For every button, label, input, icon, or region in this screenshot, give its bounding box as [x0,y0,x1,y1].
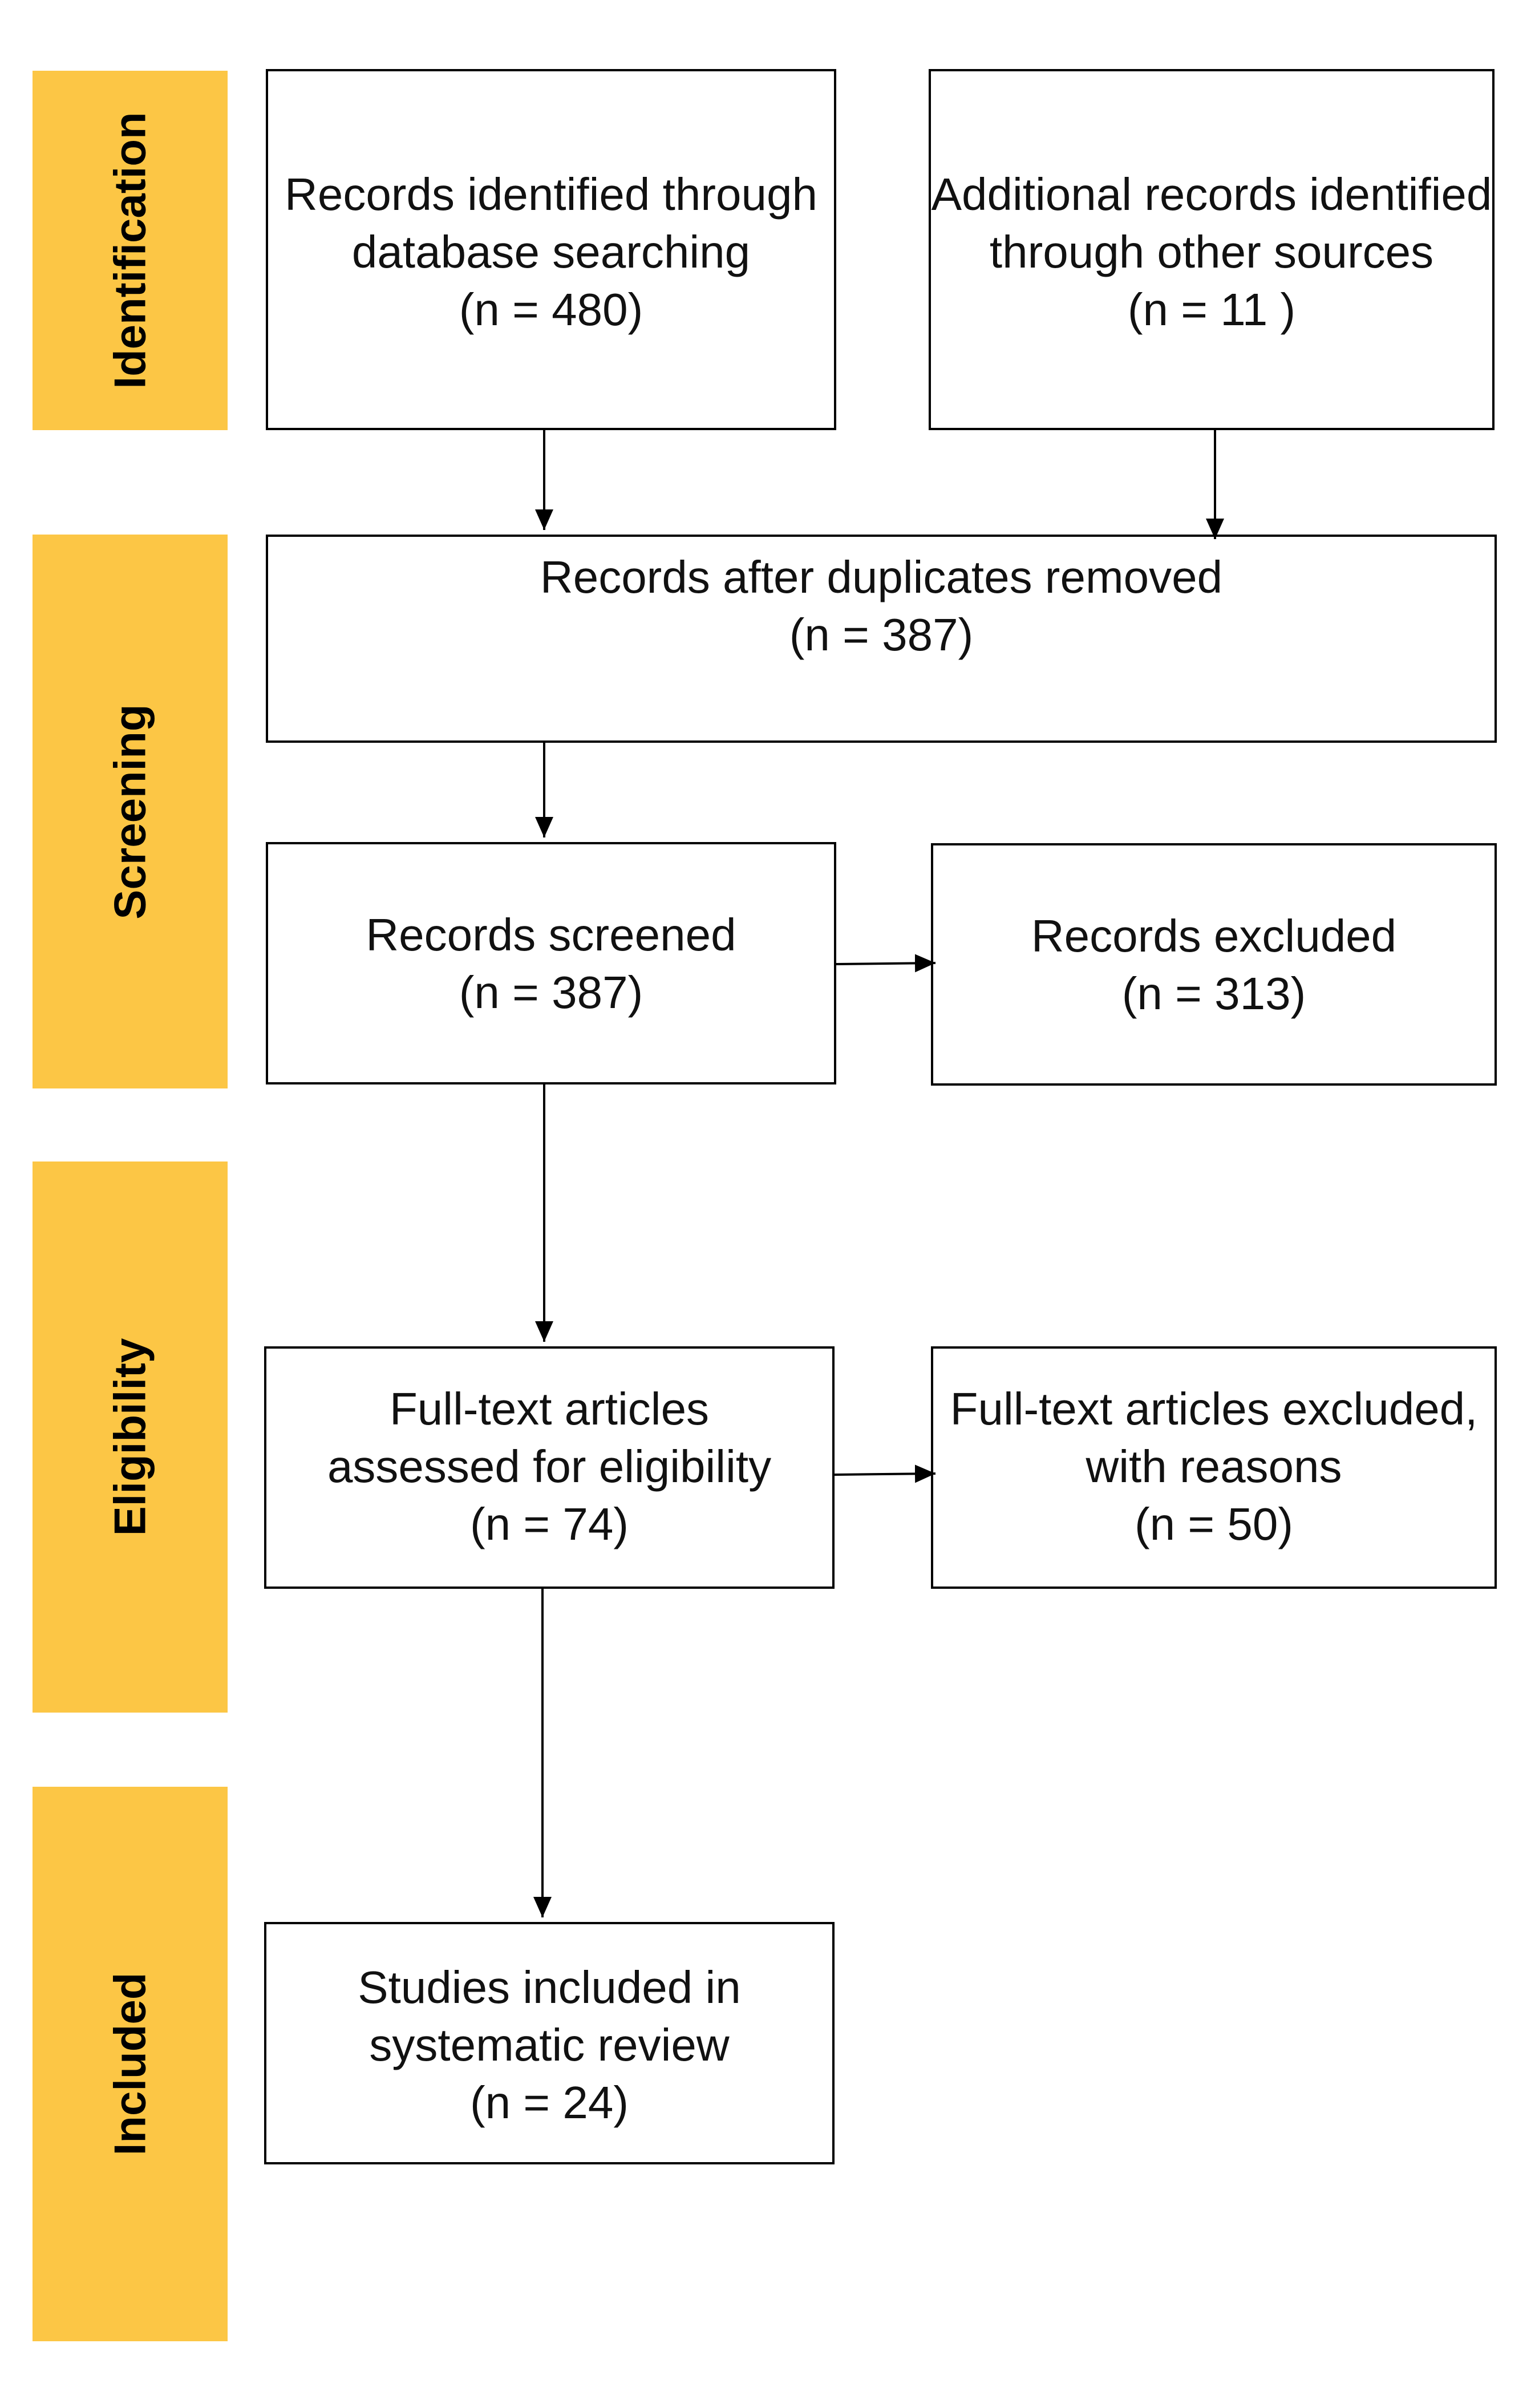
box-database-records: Records identified through database sear… [266,69,836,430]
box-line: systematic review [369,2020,730,2070]
phase-included: Included [33,1787,228,2341]
box-line: (n = 480) [459,284,643,335]
box-line: Additional records identified [931,169,1492,220]
box-full-text-excluded: Full-text articles excluded, with reason… [931,1346,1497,1589]
box-line: (n = 11 ) [1127,284,1296,335]
box-line: Full-text articles excluded, [950,1383,1478,1434]
box-line: (n = 387) [789,609,974,660]
box-line: Records screened [366,909,736,960]
arrow-full-text-to-excluded [834,1464,936,1483]
box-line: (n = 74) [470,1499,629,1549]
box-line: Full-text articles [389,1383,710,1434]
box-records-excluded: Records excluded (n = 313) [931,843,1497,1086]
box-line: Records after duplicates removed [540,552,1223,602]
box-line: through other sources [989,226,1434,277]
box-records-screened: Records screened (n = 387) [266,842,836,1084]
box-line: database searching [351,226,751,277]
box-line: (n = 24) [470,2077,629,2128]
phase-screening: Screening [33,535,228,1088]
box-line: Studies included in [358,1962,741,2013]
box-line: Records excluded [1031,910,1397,961]
box-included-studies: Studies included in systematic review (n… [264,1922,835,2164]
box-line: with reasons [1086,1441,1342,1492]
phase-identification: Identification [33,71,228,430]
box-other-sources: Additional records identified through ot… [929,69,1495,430]
box-line: (n = 313) [1121,968,1306,1019]
box-full-text-assessed: Full-text articles assessed for eligibil… [264,1346,835,1589]
box-line: Records identified through [285,169,817,220]
box-line: assessed for eligibility [327,1441,772,1492]
box-line: (n = 50) [1135,1499,1293,1549]
phase-eligibility: Eligibility [33,1161,228,1713]
arrow-screened-to-excluded [836,954,936,973]
box-duplicates-removed: Records after duplicates removed (n = 38… [266,535,1497,743]
box-line: (n = 387) [459,967,643,1018]
